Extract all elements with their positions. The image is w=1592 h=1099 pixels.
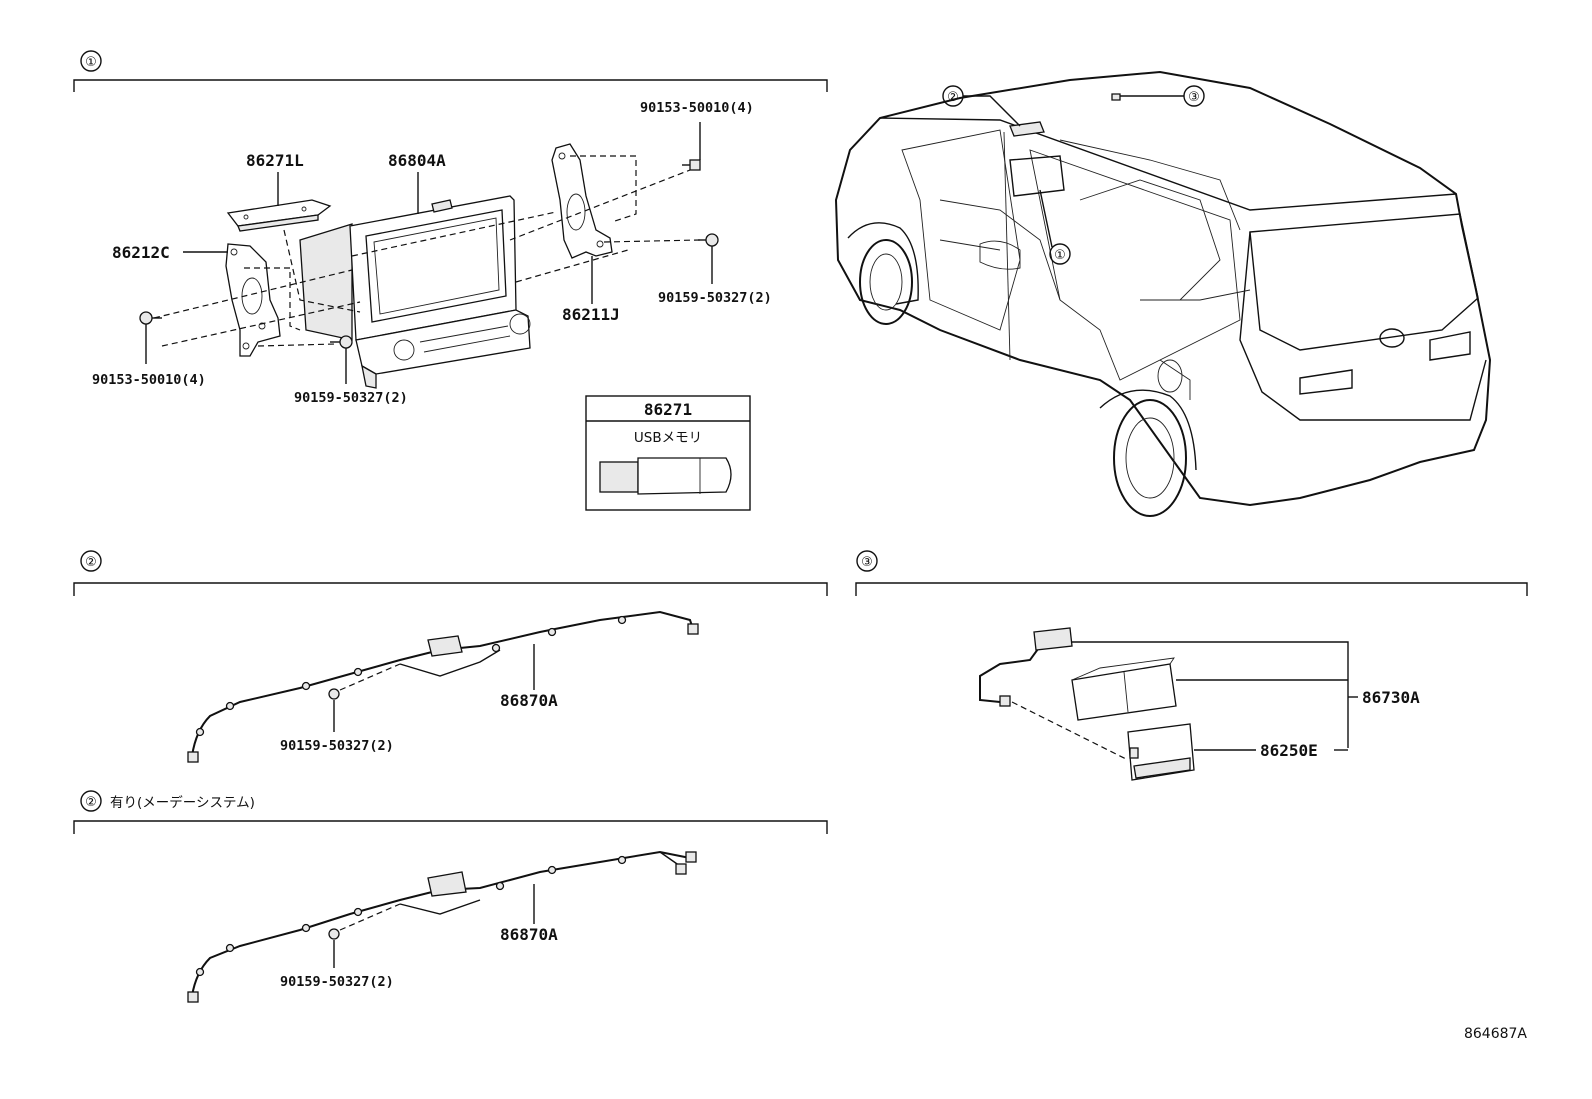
bolt-section-2[interactable]	[328, 663, 401, 700]
label-86271L[interactable]: 86271L	[246, 151, 304, 170]
vehicle-rear-wheel	[1099, 389, 1197, 517]
vehicle-side-door	[1029, 149, 1241, 381]
bracket-86212C[interactable]	[225, 243, 281, 357]
bracket-86211J[interactable]	[551, 143, 613, 259]
label-bolt-a-top[interactable]: 90153-50010(4)	[640, 100, 754, 116]
section-2b-bracket	[73, 820, 828, 834]
wire-harness-86870A[interactable]	[187, 610, 699, 763]
section-2-marker-circle	[80, 550, 102, 572]
section-3: ③ 86730A 86250E	[855, 550, 1528, 781]
section-2b-marker-circle	[80, 790, 102, 812]
label-86212C[interactable]: 86212C	[112, 243, 170, 262]
label-86870A-b[interactable]: 86870A	[500, 925, 558, 944]
vehicle-illustration: ② ③ ①	[834, 70, 1492, 517]
vehicle-rear-window	[1249, 213, 1479, 351]
vehicle-emblem	[1379, 328, 1405, 348]
section-2b: ② 有り(メーデーシステム) 86870A 90159-50327(2)	[73, 790, 828, 1003]
bolt-section-2b[interactable]	[328, 903, 401, 940]
vehicle-front-wheel	[847, 222, 919, 325]
usb-memory-box[interactable]: 86271 USBメモリ	[585, 395, 751, 511]
label-bolt-section-2b[interactable]: 90159-50327(2)	[280, 974, 394, 990]
vehicle-front-door	[901, 129, 1021, 331]
section-2-marker: ②	[85, 555, 97, 570]
label-bolt-b-bottom[interactable]: 90159-50327(2)	[294, 390, 408, 406]
assembly-lines-1	[153, 155, 701, 347]
section-1: ① 86271L 86212C	[73, 50, 828, 511]
bolt-left[interactable]	[139, 311, 162, 325]
vehicle-roof-line	[879, 117, 1457, 211]
section-1-bracket	[73, 79, 828, 92]
bracket-86271L[interactable]	[226, 199, 332, 232]
section-1-marker: ①	[85, 55, 97, 70]
section-2: ② 86870A 90159-50327(2)	[73, 550, 828, 763]
usb-stick-icon	[599, 457, 732, 495]
assembly-line-3	[1011, 701, 1129, 761]
usb-caption: USBメモリ	[634, 430, 702, 446]
section-2b-marker: ②	[85, 795, 97, 810]
section-2-bracket	[73, 582, 828, 596]
figure-id: 864687A	[1464, 1026, 1527, 1042]
label-bolt-b-right[interactable]: 90159-50327(2)	[658, 290, 772, 306]
bolt-right[interactable]	[698, 233, 719, 247]
vehicle-marker-1[interactable]: ①	[1054, 248, 1066, 263]
vehicle-body-outline	[834, 70, 1492, 507]
section-3-bracket	[855, 582, 1528, 596]
vehicle-plate	[1299, 369, 1353, 395]
vehicle-taillight	[1429, 331, 1471, 361]
label-86804A[interactable]: 86804A	[388, 151, 446, 170]
vehicle-fuel-lid	[1157, 359, 1183, 393]
vehicle-tailgate	[1239, 231, 1487, 421]
module-86730A[interactable]	[1071, 657, 1177, 721]
vehicle-overhead-module	[1009, 121, 1045, 137]
section-1-marker-circle	[80, 50, 102, 72]
section-3-marker-circle	[856, 550, 878, 572]
leader-86730A-top	[1072, 641, 1349, 748]
vehicle-roof-unit	[1111, 93, 1121, 101]
vehicle-marker-3[interactable]: ③	[1188, 90, 1200, 105]
wire-harness-86870A-b[interactable]	[187, 850, 697, 1003]
vehicle-steering-wheel	[979, 240, 1021, 270]
display-unit-86804A[interactable]	[299, 195, 531, 389]
usb-part-number: 86271	[644, 400, 692, 419]
section-2b-caption: 有り(メーデーシステム)	[110, 794, 255, 811]
label-bolt-section-2[interactable]: 90159-50327(2)	[280, 738, 394, 754]
label-86730A[interactable]: 86730A	[1362, 688, 1420, 707]
module-86250E[interactable]	[1127, 723, 1195, 781]
vehicle-marker-1-circle	[1049, 243, 1071, 265]
bolt-top-right[interactable]	[682, 159, 701, 171]
label-86250E[interactable]: 86250E	[1260, 741, 1318, 760]
label-86211J[interactable]: 86211J	[562, 305, 620, 324]
label-86870A[interactable]: 86870A	[500, 691, 558, 710]
label-bolt-a-left[interactable]: 90153-50010(4)	[92, 372, 206, 388]
vehicle-display	[1009, 155, 1065, 197]
section-3-marker: ③	[861, 555, 873, 570]
vehicle-marker-2[interactable]: ②	[947, 90, 959, 105]
cable-86730A[interactable]	[979, 627, 1073, 707]
bolt-bottom[interactable]	[330, 335, 353, 349]
